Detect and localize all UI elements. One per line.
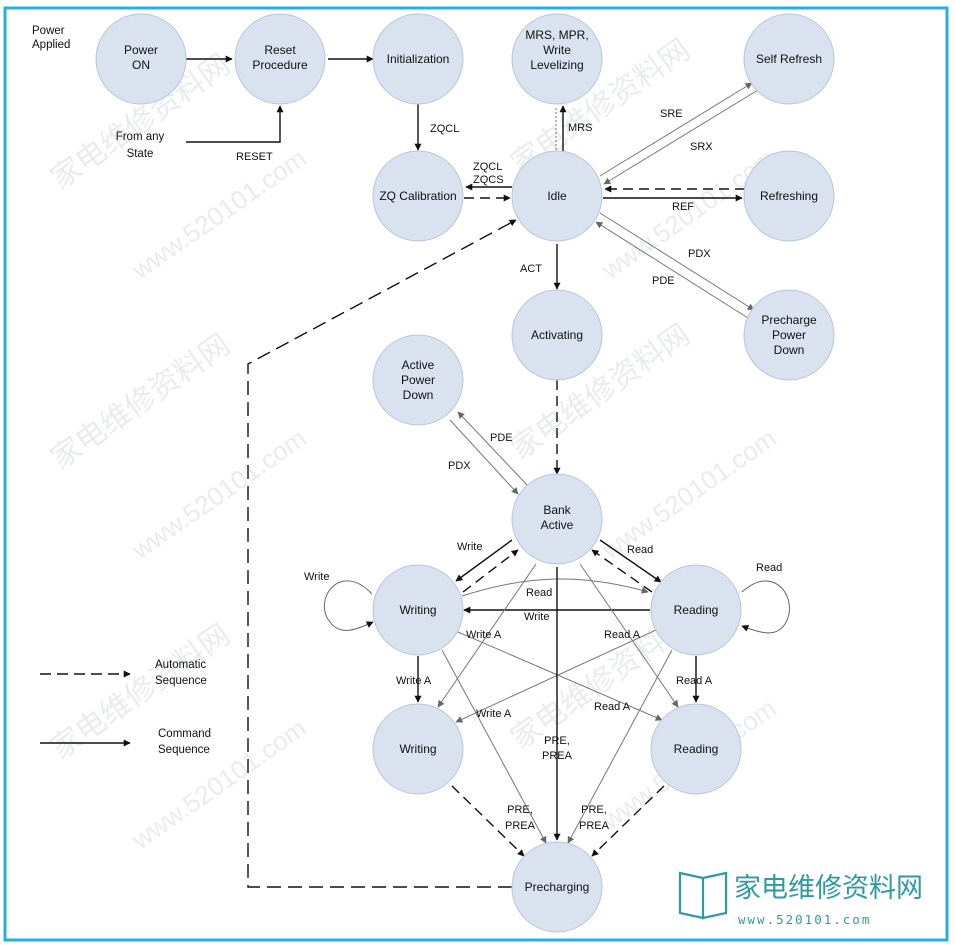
edge-label-mrs: MRS <box>568 122 592 134</box>
edge-reading-to-bank-active-auto <box>591 549 653 593</box>
site-logo: 家电维修资料网 www.520101.com <box>678 871 923 927</box>
node-label: Precharging <box>525 880 590 894</box>
edge-bank-active-to-reading-bottom <box>579 563 679 708</box>
edges <box>186 55 790 888</box>
edge-label-write-self: Write <box>304 571 329 583</box>
edge-writing-to-bank-active-auto <box>462 549 519 593</box>
state-reading <box>650 564 742 656</box>
edge-precharging-to-idle-auto <box>247 219 517 888</box>
edge-label-read: Read <box>627 544 653 556</box>
edge-label-sre: SRE <box>660 108 683 120</box>
edge-reading-self-loop <box>741 580 790 634</box>
edge-reading-a-to-precharging-auto <box>591 785 665 857</box>
node-label: Writing <box>399 742 436 756</box>
edge-label-write-a: Write A <box>396 675 432 687</box>
state-precharging <box>511 841 603 933</box>
edge-label-pre-prea: PRE,PREA <box>542 735 573 762</box>
edge-label-zqcs: ZQCS <box>473 174 504 186</box>
state-reading-auto-precharge <box>650 703 742 795</box>
node-label: Activating <box>531 328 583 342</box>
edge-label-zqcl: ZQCL <box>430 123 459 135</box>
edge-bank-active-to-reading <box>599 539 662 583</box>
state-precharge-power-down <box>743 289 835 381</box>
state-zq-calibration <box>372 150 464 242</box>
edge-idle-to-self-refresh <box>599 82 753 177</box>
edge-any-state-reset <box>186 105 284 143</box>
edge-label-read-a: Read A <box>604 629 641 641</box>
edge-label-reset: RESET <box>236 151 273 163</box>
edge-label-read-a: Read A <box>676 675 713 687</box>
edge-active-pd-to-bank-active <box>449 419 519 495</box>
state-active-power-down <box>372 334 464 426</box>
edge-label-pde: PDE <box>652 275 675 287</box>
state-reset-procedure <box>234 13 326 105</box>
edge-reading-to-writing-bottom <box>455 629 657 723</box>
state-mrs-mpr-write-leveling <box>511 13 603 105</box>
nodes <box>95 13 835 933</box>
state-idle <box>511 150 603 242</box>
edge-self-refresh-to-idle <box>603 89 759 185</box>
edge-writing-a-to-precharging-auto <box>451 785 525 857</box>
node-label: ZQ Calibration <box>379 189 456 203</box>
edge-writing-to-precharging <box>441 649 547 844</box>
edge-label-read-self: Read <box>756 562 782 574</box>
node-label: Writing <box>399 603 436 617</box>
state-activating <box>511 289 603 381</box>
edge-label-zqcl: ZQCL <box>473 161 502 173</box>
edge-writing-self-loop <box>323 580 374 631</box>
edge-label-read-cross: Read <box>526 587 552 599</box>
edge-label-ref: REF <box>672 201 694 213</box>
state-writing-auto-precharge <box>372 703 464 795</box>
edge-label-pre-prea: PRE,PREA <box>579 804 610 832</box>
book-icon <box>678 871 728 920</box>
edge-label-pre-prea: PRE,PREA <box>505 804 536 832</box>
logo-text: 家电维修资料网 <box>734 873 923 904</box>
edge-label-write: Write <box>457 541 482 553</box>
edge-label-write-a: Write A <box>466 629 502 641</box>
logo-url: www.520101.com <box>738 912 871 927</box>
node-label: Self Refresh <box>756 52 822 66</box>
edge-bank-active-to-writing-bottom <box>437 563 537 708</box>
edge-writing-to-reading-bottom <box>457 631 663 721</box>
edge-precharge-pd-to-idle <box>595 221 749 319</box>
node-label: Reading <box>674 603 719 617</box>
state-writing <box>372 564 464 656</box>
edge-label-read-a-cross: Read A <box>594 701 631 713</box>
node-label: Idle <box>547 189 567 203</box>
node-label: Refreshing <box>760 189 818 203</box>
edge-label-act: ACT <box>520 263 542 275</box>
edge-bank-active-to-writing <box>455 539 513 582</box>
edge-label-pdx: PDX <box>688 248 711 260</box>
edge-labels: RESET ZQCL ZQCL ZQCS MRS SRE SRX REF PDX… <box>236 108 782 832</box>
state-bank-active <box>511 473 603 565</box>
state-power-on <box>95 13 187 105</box>
node-label: Reading <box>674 742 719 756</box>
edge-label-srx: SRX <box>690 141 713 153</box>
edge-label-pde: PDE <box>490 432 513 444</box>
edge-reading-to-precharging <box>567 649 673 844</box>
edge-label-write-cross: Write <box>524 611 549 623</box>
edge-idle-to-precharge-pd <box>599 212 755 311</box>
state-self-refresh <box>743 13 835 105</box>
state-refreshing <box>743 150 835 242</box>
state-initialization <box>372 13 464 105</box>
node-label: Initialization <box>387 52 450 66</box>
edge-bank-active-to-active-pd <box>457 411 529 487</box>
edge-label-write-a-cross: Write A <box>476 708 512 720</box>
edge-label-pdx: PDX <box>448 460 471 472</box>
